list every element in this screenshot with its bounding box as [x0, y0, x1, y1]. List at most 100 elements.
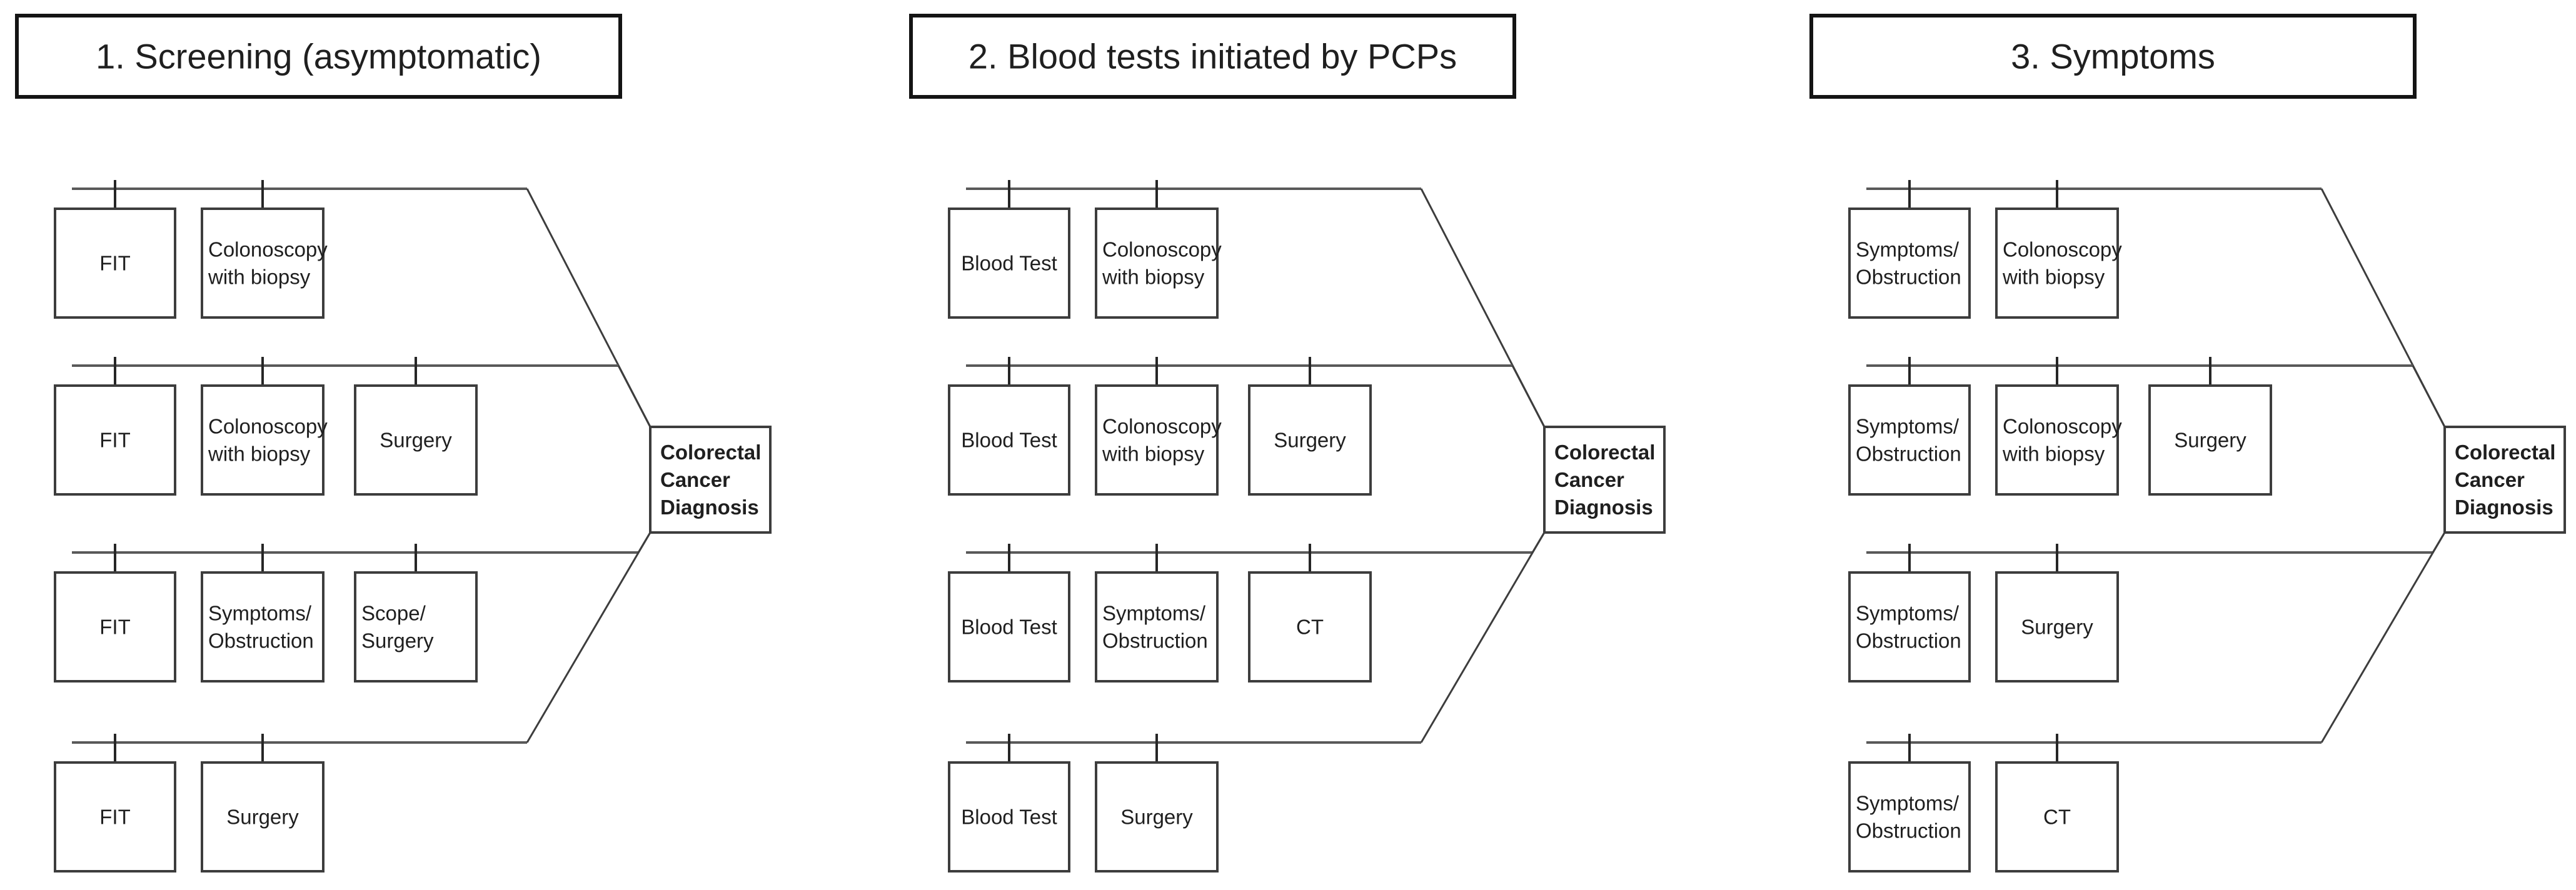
step-box-fit: [54, 571, 176, 682]
step-box-colonoscopy-with-biopsy: [201, 208, 325, 319]
step-label-surgery: Surgery: [2174, 429, 2246, 452]
panel-title-blood-tests: 2. Blood tests initiated by PCPs: [969, 37, 1457, 76]
outcome-label-blood-tests-line: Colorectal: [1554, 441, 1655, 464]
step-label-symptoms-obstruction-line: Symptoms/: [208, 602, 312, 625]
step-label-scope-surgery-line: Scope/: [361, 602, 426, 625]
step-label-symptoms-obstruction: Symptoms/Obstruction: [208, 602, 314, 652]
step-label-surgery: Surgery: [1274, 429, 1346, 452]
step-label-surgery-line: Surgery: [1120, 806, 1193, 829]
outcome-box-screening: [649, 426, 772, 534]
step-box-fit: [54, 208, 176, 319]
connector-row-2: [617, 365, 652, 428]
step-label-blood-test: Blood Test: [961, 429, 1057, 452]
outcome-label-blood-tests-line: Cancer: [1554, 468, 1624, 491]
step-label-surgery-line: Surgery: [2021, 616, 2093, 639]
panel-title-box-blood-tests: [909, 14, 1516, 99]
step-label-symptoms-obstruction: Symptoms/Obstruction: [1856, 792, 1961, 842]
step-label-colonoscopy-with-biopsy-line: Colonoscopy: [2003, 238, 2122, 261]
step-box-fit: [54, 384, 176, 496]
step-label-fit: FIT: [99, 806, 130, 829]
panel-title-box-screening: [15, 14, 622, 99]
step-box-colonoscopy-with-biopsy: [1095, 384, 1219, 496]
step-label-symptoms-obstruction-line: Obstruction: [208, 629, 314, 652]
connector-row-2: [2412, 365, 2446, 428]
step-label-symptoms-obstruction-line: Symptoms/: [1856, 602, 1960, 625]
step-label-colonoscopy-with-biopsy-line: with biopsy: [208, 442, 311, 466]
step-label-symptoms-obstruction: Symptoms/Obstruction: [1102, 602, 1208, 652]
outcome-label-blood-tests-line: Diagnosis: [1554, 496, 1653, 519]
panel-symptoms: 3. SymptomsSymptoms/ObstructionColonosco…: [1809, 14, 2566, 872]
step-label-symptoms-obstruction-line: Obstruction: [1856, 629, 1961, 652]
step-label-fit-line: FIT: [99, 616, 130, 639]
step-label-fit-line: FIT: [99, 252, 130, 275]
step-label-symptoms-obstruction: Symptoms/Obstruction: [1856, 238, 1961, 289]
step-box-symptoms-obstruction: [1848, 208, 1971, 319]
step-label-symptoms-obstruction: Symptoms/Obstruction: [1856, 415, 1961, 466]
step-label-colonoscopy-with-biopsy-line: with biopsy: [1102, 266, 1205, 289]
step-label-scope-surgery: Scope/Surgery: [361, 602, 434, 652]
step-label-symptoms-obstruction-line: Obstruction: [1856, 266, 1961, 289]
step-label-colonoscopy-with-biopsy-line: with biopsy: [1102, 442, 1205, 466]
connector-row-4: [526, 532, 652, 743]
step-label-colonoscopy-with-biopsy: Colonoscopy with biopsy: [1102, 238, 1222, 289]
step-label-colonoscopy-with-biopsy-line: with biopsy: [2002, 266, 2105, 289]
panel-title-box-symptoms: [1809, 14, 2417, 99]
connector-row-2: [1511, 365, 1546, 428]
panel-title-screening-line: 1. Screening (asymptomatic): [96, 37, 541, 76]
step-label-surgery-line: Surgery: [1274, 429, 1346, 452]
step-box-blood-test: [948, 384, 1070, 496]
outcome-label-screening-line: Colorectal: [660, 441, 761, 464]
step-label-fit: FIT: [99, 429, 130, 452]
connector-row-4: [1420, 532, 1546, 743]
step-label-surgery: Surgery: [2021, 616, 2093, 639]
step-box-surgery: [1095, 761, 1219, 872]
step-box-surgery: [201, 761, 325, 872]
step-box-surgery: [1248, 384, 1372, 496]
step-box-ct: [1995, 761, 2119, 872]
step-label-surgery-line: Surgery: [226, 806, 299, 829]
step-label-ct: CT: [2043, 806, 2071, 829]
step-label-blood-test: Blood Test: [961, 252, 1057, 275]
step-label-fit: FIT: [99, 616, 130, 639]
step-label-symptoms-obstruction-line: Symptoms/: [1102, 602, 1206, 625]
step-label-symptoms-obstruction-line: Obstruction: [1856, 442, 1961, 466]
step-label-colonoscopy-with-biopsy-line: with biopsy: [208, 266, 311, 289]
step-box-symptoms-obstruction: [1848, 571, 1971, 682]
step-label-colonoscopy-with-biopsy-line: Colonoscopy: [1102, 415, 1222, 438]
step-box-colonoscopy-with-biopsy: [201, 384, 325, 496]
step-label-ct: CT: [1296, 616, 1324, 639]
step-label-surgery-line: Surgery: [2174, 429, 2246, 452]
step-box-symptoms-obstruction: [1095, 571, 1219, 682]
step-box-blood-test: [948, 761, 1070, 872]
step-label-symptoms-obstruction-line: Obstruction: [1856, 819, 1961, 842]
step-box-surgery: [354, 384, 478, 496]
step-box-surgery: [2148, 384, 2272, 496]
panel-title-symptoms-line: 3. Symptoms: [2011, 37, 2215, 76]
step-label-symptoms-obstruction-line: Symptoms/: [1856, 415, 1960, 438]
step-box-blood-test: [948, 571, 1070, 682]
step-label-scope-surgery-line: Surgery: [361, 629, 434, 652]
outcome-label-screening-line: Cancer: [660, 468, 730, 491]
step-label-blood-test: Blood Test: [961, 616, 1057, 639]
outcome-box-symptoms: [2443, 426, 2566, 534]
step-box-colonoscopy-with-biopsy: [1095, 208, 1219, 319]
step-label-colonoscopy-with-biopsy-line: Colonoscopy: [1102, 238, 1222, 261]
step-label-surgery-line: Surgery: [380, 429, 452, 452]
step-box-symptoms-obstruction: [1848, 761, 1971, 872]
panel-title-screening: 1. Screening (asymptomatic): [96, 37, 541, 76]
step-label-surgery: Surgery: [380, 429, 452, 452]
step-label-surgery: Surgery: [226, 806, 299, 829]
step-label-blood-test-line: Blood Test: [961, 429, 1057, 452]
panel-screening: 1. Screening (asymptomatic) FIT Colonoscop…: [15, 14, 772, 872]
connector-row-4: [2320, 532, 2446, 743]
step-label-fit: FIT: [99, 252, 130, 275]
